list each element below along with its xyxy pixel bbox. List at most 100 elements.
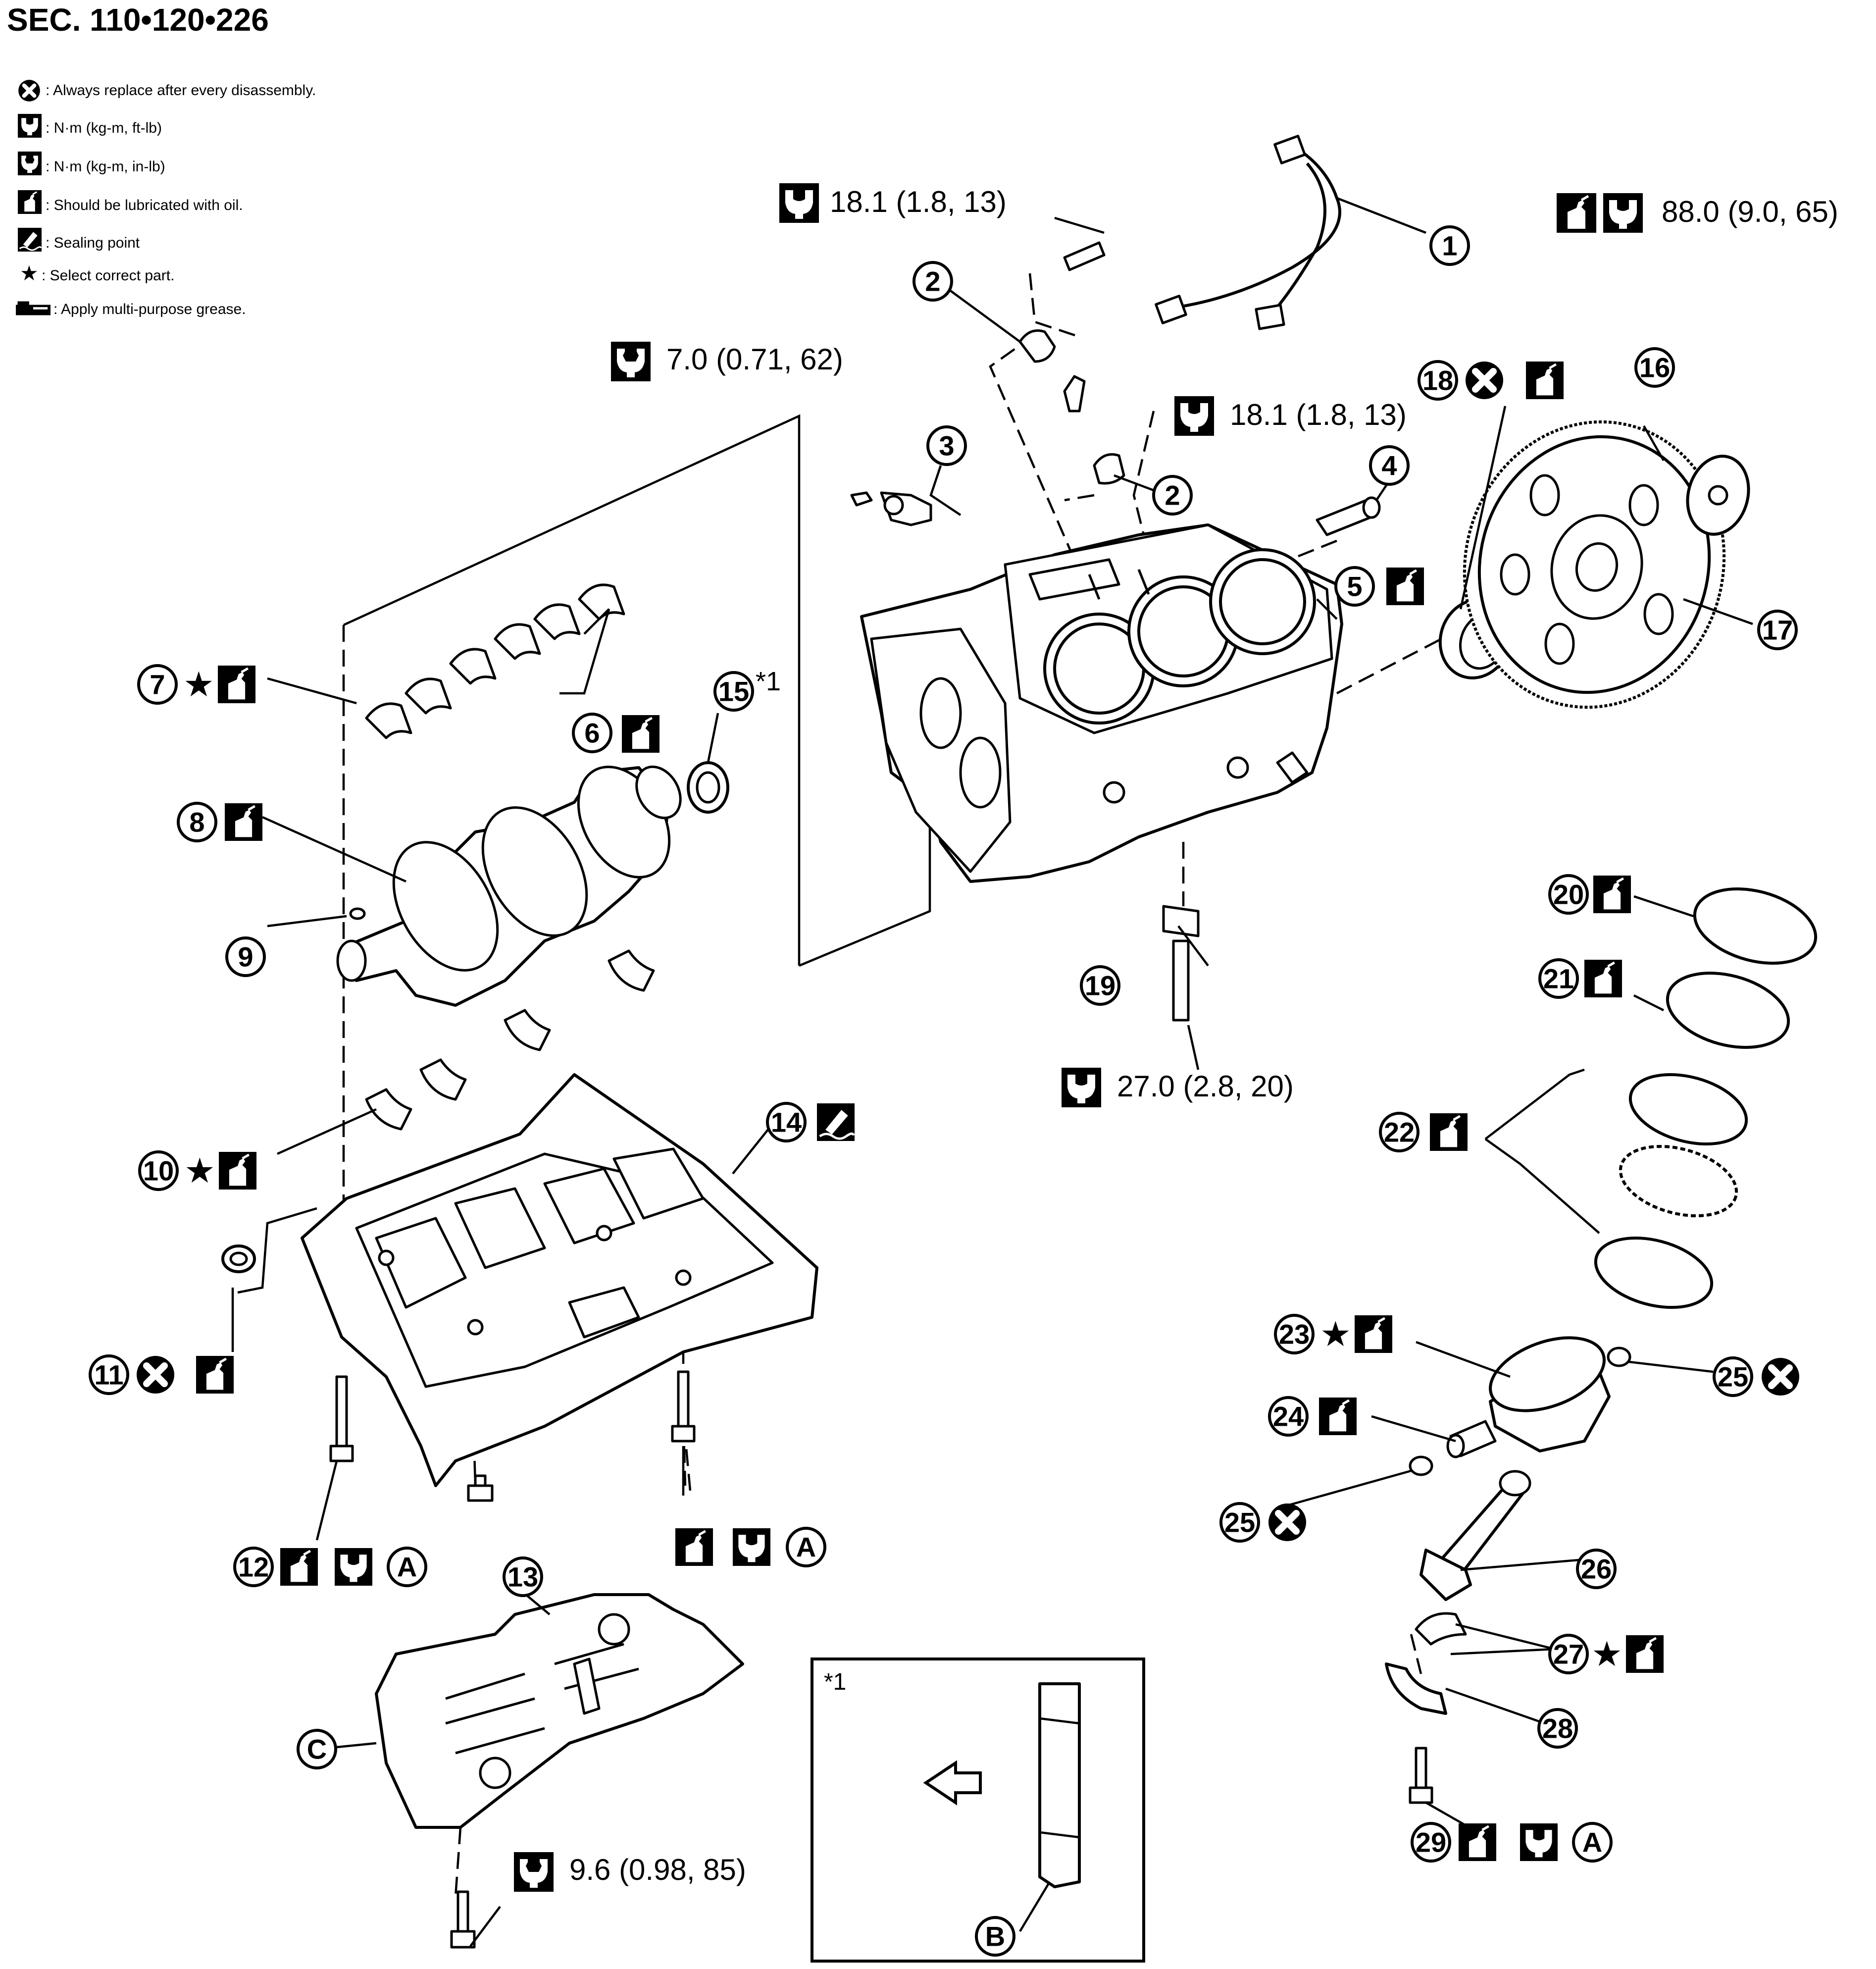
svg-text:9.6 (0.98, 85): 9.6 (0.98, 85) <box>569 1853 746 1886</box>
callout-1: 1 <box>1429 225 1470 266</box>
oil-can-icon <box>219 1152 256 1190</box>
callout-22: 22 <box>1379 1112 1420 1152</box>
callout-10: 10 <box>138 1150 179 1191</box>
oil-can-icon <box>1593 876 1631 913</box>
svg-text:25: 25 <box>1224 1507 1255 1538</box>
oil-can-icon <box>218 666 255 703</box>
svg-text:A: A <box>397 1552 417 1583</box>
torque-wrench-icon <box>1174 396 1214 436</box>
callout-11: 11 <box>89 1354 129 1395</box>
callout-13: 13 <box>503 1556 543 1597</box>
oil-can-icon <box>675 1528 713 1566</box>
replace-x-icon <box>1268 1503 1306 1541</box>
torque-wrench-icon <box>1603 193 1643 233</box>
rod-cap <box>1385 1662 1447 1715</box>
star-icon: ★ <box>1591 1635 1622 1673</box>
callout-19: 19 <box>1080 965 1120 1006</box>
svg-text:18.1 (1.8, 13): 18.1 (1.8, 13) <box>1230 398 1407 431</box>
svg-text:19: 19 <box>1085 970 1115 1001</box>
svg-text:7.0 (0.71, 62): 7.0 (0.71, 62) <box>666 343 843 376</box>
svg-text:5: 5 <box>1347 571 1362 602</box>
callout-18-mark <box>1466 362 1564 399</box>
svg-text:28: 28 <box>1542 1713 1573 1744</box>
svg-text:10: 10 <box>143 1155 174 1187</box>
top-ring <box>1693 887 1818 965</box>
callout-25b: 25 <box>1219 1502 1260 1543</box>
torque-wrench-icon <box>733 1528 770 1566</box>
piston <box>1489 1336 1611 1452</box>
svg-text:A: A <box>796 1532 816 1563</box>
callout-4: 4 <box>1369 445 1410 486</box>
sealant-icon <box>817 1103 855 1141</box>
torque-wrench-icon <box>1062 1068 1101 1107</box>
callout-12: 12 <box>233 1547 274 1587</box>
cylinder-block <box>860 523 1343 883</box>
letter-b-badge: B <box>975 1916 1015 1957</box>
sealant-icon <box>18 228 42 252</box>
svg-text:27.0 (2.8, 20): 27.0 (2.8, 20) <box>1117 1070 1294 1103</box>
svg-text:18: 18 <box>1422 365 1453 396</box>
lower-cylinder-block <box>301 1073 818 1487</box>
svg-text:17: 17 <box>1762 615 1793 646</box>
svg-text:88.0 (9.0, 65): 88.0 (9.0, 65) <box>1662 195 1838 228</box>
connecting-rod <box>1420 1470 1531 1601</box>
torque-wrench-icon <box>779 183 819 223</box>
legend-text-grease: : Apply multi-purpose grease. <box>53 301 246 317</box>
oil-pressure-switch <box>1162 905 1200 1022</box>
callout-28: 28 <box>1537 1708 1578 1749</box>
crankshaft-key <box>349 907 366 920</box>
callout-26: 26 <box>1576 1549 1617 1589</box>
svg-text:15: 15 <box>718 676 749 707</box>
inset-note: *1 <box>824 1669 846 1695</box>
svg-text:29: 29 <box>1416 1827 1446 1858</box>
leader-lines <box>231 197 1753 1947</box>
callout-2b: 2 <box>1152 475 1193 516</box>
callout-29: 29 <box>1411 1822 1451 1863</box>
callout-24-mark <box>1319 1398 1357 1435</box>
callout-24: 24 <box>1268 1396 1309 1437</box>
front-oil-seal <box>687 761 729 814</box>
section-title: SEC. 110•120•226 <box>7 2 269 38</box>
callout-6: 6 <box>572 713 612 753</box>
torque-wrench-icon <box>335 1548 372 1586</box>
oil-can-icon <box>622 715 659 753</box>
callout-14-mark <box>817 1103 855 1141</box>
callout-27: 27 <box>1548 1634 1589 1674</box>
legend-text-seal: : Sealing point <box>46 235 140 251</box>
callout-17: 17 <box>1757 610 1798 650</box>
torque-wrench-icon <box>1520 1823 1558 1861</box>
second-ring <box>1666 972 1790 1049</box>
callout-9: 9 <box>225 936 266 977</box>
callout-23: 23 <box>1274 1314 1315 1354</box>
bolts-mark: A <box>675 1527 826 1567</box>
dowel-pin <box>1316 496 1381 536</box>
legend-text-torque-small: : N·m (kg-m, in-lb) <box>46 158 165 175</box>
callout-15: 15 <box>713 671 754 712</box>
svg-text:20: 20 <box>1553 879 1584 910</box>
svg-text:13: 13 <box>507 1561 538 1593</box>
callout-7: 7 <box>137 664 178 705</box>
svg-text:22: 22 <box>1384 1117 1415 1148</box>
callout-5-mark <box>1386 568 1424 605</box>
callout-11-mark <box>137 1356 234 1394</box>
svg-text:9: 9 <box>238 941 253 973</box>
svg-text:2: 2 <box>1165 480 1180 511</box>
torque-spec-3: 18.1 (1.8, 13) <box>1174 396 1407 436</box>
oil-can-icon <box>1459 1823 1496 1861</box>
legend: : Always replace after every disassembly… <box>16 80 316 317</box>
grease-gun-icon <box>16 301 51 315</box>
callout-20-mark <box>1593 876 1631 913</box>
callout-25a-mark <box>1762 1358 1799 1396</box>
main-bearings-upper <box>365 583 625 739</box>
callout-14: 14 <box>766 1102 807 1142</box>
svg-text:B: B <box>985 1921 1005 1952</box>
callout-6-mark <box>622 715 659 753</box>
legend-text-torque: : N·m (kg-m, ft-lb) <box>46 120 162 136</box>
svg-text:27: 27 <box>1553 1639 1584 1670</box>
svg-text:16: 16 <box>1639 352 1670 383</box>
letter-a-badge: A <box>387 1547 427 1587</box>
callout-18: 18 <box>1418 360 1458 401</box>
svg-text:11: 11 <box>94 1359 123 1391</box>
letter-a-badge: A <box>1572 1822 1613 1863</box>
